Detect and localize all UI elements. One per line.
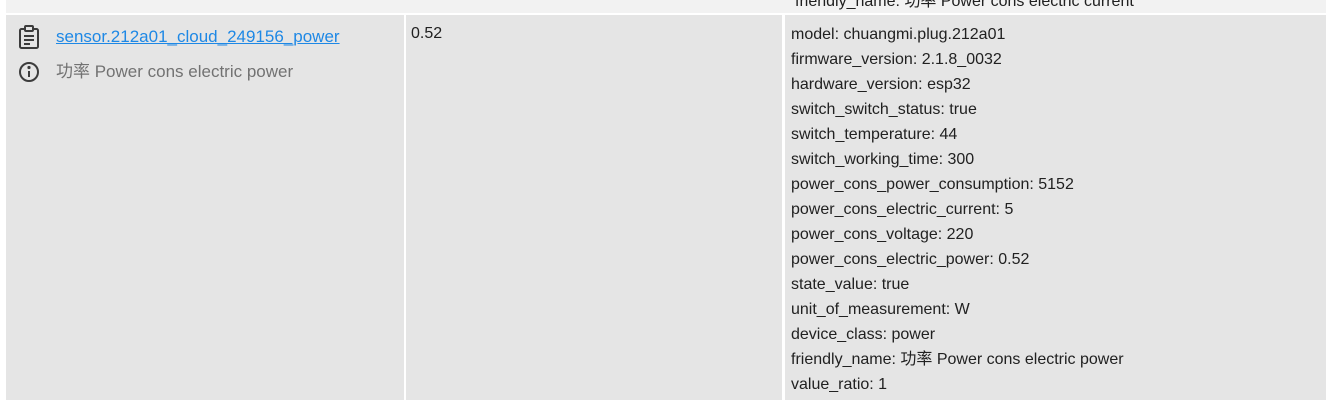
state-cell: 0.52 [406,15,782,400]
attribute-line: firmware_version: 2.1.8_0032 [791,51,1002,68]
state-value: 0.52 [411,25,443,42]
attribute-line: friendly_name: 功率 Power cons electric po… [791,351,1124,368]
attribute-line: hardware_version: esp32 [791,76,971,93]
information-outline-icon[interactable] [17,60,41,84]
previous-row-attribute: friendly_name: 功率 Power cons electric cu… [795,0,1134,10]
entity-friendly-name: 功率 Power cons electric power [56,62,294,81]
attribute-line: model: chuangmi.plug.212a01 [791,26,1006,43]
attribute-line: device_class: power [791,326,936,343]
attribute-line: power_cons_electric_current: 5 [791,201,1014,218]
previous-table-row: friendly_name: 功率 Power cons electric cu… [6,0,1326,13]
attribute-line: power_cons_voltage: 220 [791,226,974,243]
attribute-line: switch_switch_status: true [791,101,977,118]
entity-id-link[interactable]: sensor.212a01_cloud_249156_power [56,27,340,46]
attribute-line: state_value: true [791,276,910,293]
entity-id-line: sensor.212a01_cloud_249156_power [6,25,340,49]
attribute-line: unit_of_measurement: W [791,301,970,318]
entity-cell: sensor.212a01_cloud_249156_power 功率 Powe… [6,15,404,400]
attribute-line: power_cons_power_consumption: 5152 [791,176,1074,193]
attributes-cell: model: chuangmi.plug.212a01 firmware_ver… [785,15,1326,400]
attribute-line: value_ratio: 1 [791,376,888,393]
friendly-name-line: 功率 Power cons electric power [6,60,293,84]
table-row: sensor.212a01_cloud_249156_power 功率 Powe… [6,15,1326,400]
attribute-line: switch_working_time: 300 [791,151,975,168]
attribute-line: power_cons_electric_power: 0.52 [791,251,1030,268]
attribute-line: switch_temperature: 44 [791,126,958,143]
clipboard-list-icon[interactable] [17,25,41,49]
